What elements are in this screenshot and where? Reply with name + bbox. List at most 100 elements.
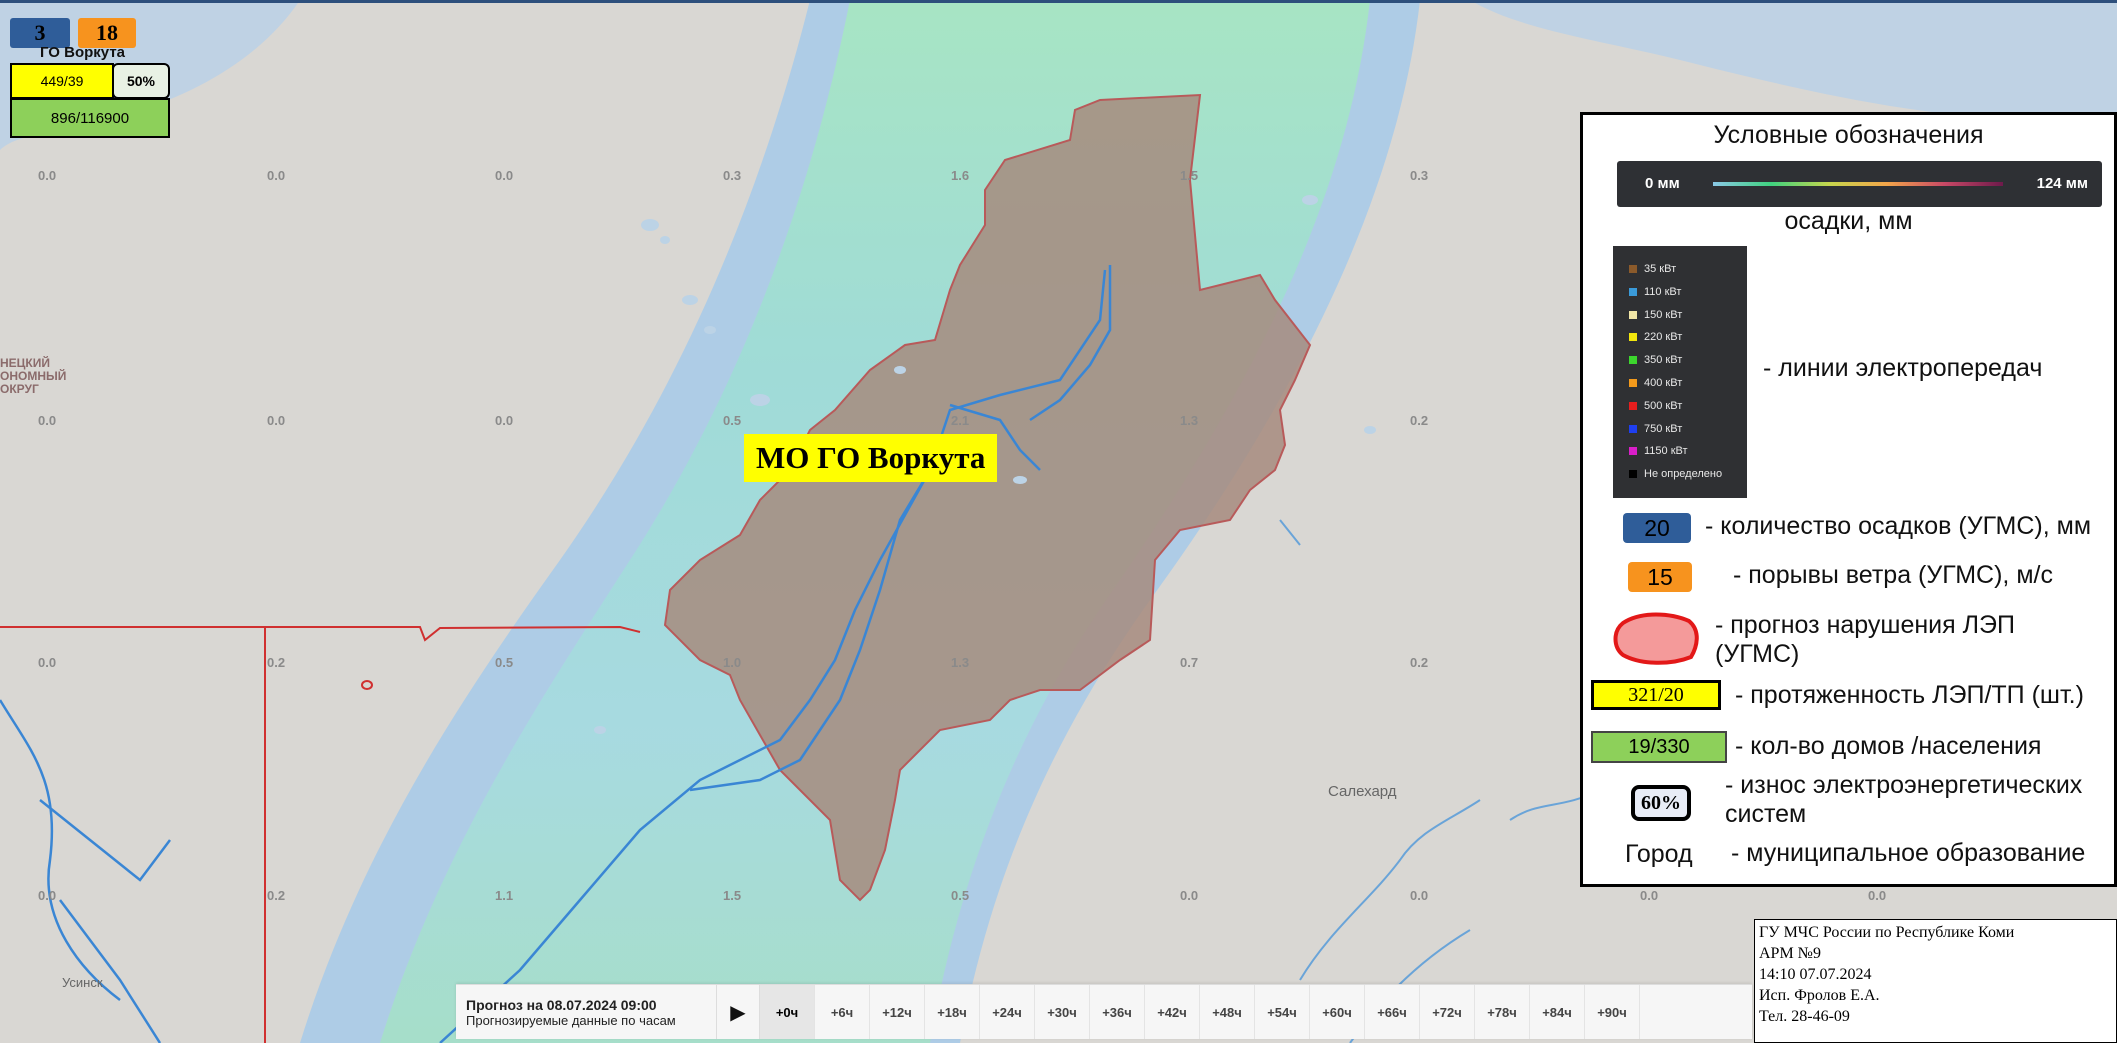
- region-label-line: НЕЦКИЙ: [0, 356, 51, 370]
- power-line-label: 110 кВт: [1644, 285, 1682, 298]
- timeline-step[interactable]: +60ч: [1310, 985, 1365, 1039]
- timeline-step[interactable]: +24ч: [980, 985, 1035, 1039]
- color-swatch: [1629, 265, 1637, 273]
- info-line: ГУ МЧС России по Республике Коми: [1759, 924, 2015, 941]
- info-box: ГУ МЧС России по Республике Коми АРМ №9 …: [1754, 919, 2117, 1043]
- timeline-step[interactable]: +30ч: [1035, 985, 1090, 1039]
- outage-shape-icon: [1613, 612, 1699, 665]
- grid-value: 0.5: [495, 655, 514, 670]
- timeline-step[interactable]: +84ч: [1530, 985, 1585, 1039]
- color-swatch: [1629, 447, 1637, 456]
- timeline-step[interactable]: +48ч: [1200, 985, 1255, 1039]
- timeline-step[interactable]: +66ч: [1365, 985, 1420, 1039]
- grid-value: 0.3: [1410, 168, 1429, 183]
- wind-badge: 18: [78, 18, 136, 48]
- power-line-legend-item: 1150 кВт: [1629, 444, 1688, 458]
- power-line-label: 500 кВт: [1644, 399, 1683, 412]
- lines-text: - протяженность ЛЭП/ТП (шт.): [1735, 681, 2084, 709]
- city-sample: Город: [1625, 840, 1693, 868]
- timeline-step[interactable]: +6ч: [815, 985, 870, 1039]
- grid-value: 1.6: [951, 168, 970, 183]
- grid-value: 0.0: [1180, 888, 1199, 903]
- grid-value: 2.1: [951, 413, 970, 428]
- grid-value: 1.5: [1180, 168, 1199, 183]
- precip-gradient: 0 мм 124 мм: [1617, 161, 2102, 207]
- grid-value: 1.3: [1180, 413, 1199, 428]
- power-line-label: Не определено: [1644, 468, 1723, 481]
- city-text: - муниципальное образование: [1731, 839, 2086, 867]
- wear-box: 50%: [112, 63, 170, 99]
- rain-badge: 3: [10, 18, 70, 48]
- gradient-max: 124 мм: [2036, 175, 2088, 192]
- timeline-step[interactable]: +72ч: [1420, 985, 1475, 1039]
- timeline-steps: +0ч+6ч+12ч+18ч+24ч+30ч+36ч+42ч+48ч+54ч+6…: [760, 985, 1640, 1039]
- houses-text: - кол-во домов /населения: [1735, 732, 2042, 760]
- top-bar: [0, 0, 2117, 3]
- timeline-step[interactable]: +36ч: [1090, 985, 1145, 1039]
- outage-marker: [361, 680, 373, 690]
- color-swatch: [1629, 470, 1637, 479]
- lines-sample: 321/20: [1591, 680, 1721, 710]
- timeline-step[interactable]: +0ч: [760, 985, 815, 1039]
- grid-value: 0.2: [1410, 413, 1429, 428]
- power-line-legend-item: 500 кВт: [1629, 399, 1682, 413]
- timeline-step[interactable]: +54ч: [1255, 985, 1310, 1039]
- rain-text: - количество осадков (УГМС), мм: [1705, 512, 2092, 540]
- grid-value: 0.5: [951, 888, 970, 903]
- lines-tp-box: 449/39: [10, 63, 114, 99]
- wear-text: - износ электроэнергетических систем: [1725, 771, 2083, 828]
- outage-text: - прогноз нарушения ЛЭП (УГМС): [1715, 611, 2015, 668]
- power-line-legend-item: 220 кВт: [1629, 330, 1682, 344]
- play-icon: ▶: [730, 1001, 746, 1024]
- legend-panel: Условные обозначения 0 мм 124 мм осадки,…: [1580, 112, 2117, 887]
- precip-caption: осадки, мм: [1784, 207, 1913, 235]
- houses-sample: 19/330: [1591, 731, 1727, 763]
- region-boundary-left: [0, 625, 641, 1043]
- color-swatch: [1629, 424, 1637, 433]
- gradient-min: 0 мм: [1645, 175, 1680, 192]
- color-swatch: [1629, 287, 1637, 296]
- grid-value: 0.2: [267, 888, 286, 903]
- forecast-date: Прогноз на 08.07.2024 09:00: [466, 996, 657, 1013]
- power-line-label: 1150 кВт: [1644, 445, 1688, 458]
- grid-value: 0.0: [267, 413, 286, 428]
- grid-value: 0.5: [723, 413, 742, 428]
- region-polygon: [663, 93, 1312, 902]
- wind-text: - порывы ветра (УГМС), м/с: [1733, 561, 2053, 589]
- power-lines-text: - линии электропередач: [1763, 354, 2043, 382]
- power-line-label: 150 кВт: [1644, 308, 1683, 321]
- color-swatch: [1629, 356, 1637, 365]
- city-label-salekhard: Салехард: [1328, 783, 1397, 800]
- grid-value: 0.0: [38, 655, 57, 670]
- power-line-label: 400 кВт: [1644, 377, 1683, 389]
- city-name-label: ГО Воркута: [40, 44, 126, 61]
- power-line-legend-item: 400 кВт: [1629, 376, 1682, 390]
- info-line: 14:10 07.07.2024: [1759, 966, 1872, 983]
- region-label-line: ОНОМНЫЙ: [0, 369, 67, 383]
- timeline-title: Прогноз на 08.07.2024 09:00 Прогнозируем…: [456, 997, 716, 1028]
- timeline-step[interactable]: +90ч: [1585, 985, 1640, 1039]
- power-line-label: 220 кВт: [1644, 331, 1683, 344]
- timeline-step[interactable]: +18ч: [925, 985, 980, 1039]
- power-line-legend-item: 750 кВт: [1629, 422, 1682, 436]
- grid-value: 0.0: [38, 168, 57, 183]
- houses-population-box: 896/116900: [10, 98, 170, 138]
- grid-value: 0.2: [267, 655, 286, 670]
- sea-water-right: [1470, 0, 2117, 122]
- play-button[interactable]: ▶: [716, 985, 760, 1039]
- grid-value: 0.0: [1410, 888, 1429, 903]
- color-swatch: [1629, 401, 1637, 410]
- neighbor-region-label: НЕЦКИЙ ОНОМНЫЙ ОКРУГ: [0, 357, 66, 396]
- info-line: Тел. 28-46-09: [1759, 1008, 1850, 1025]
- timeline-step[interactable]: +12ч: [870, 985, 925, 1039]
- grid-value: 0.0: [38, 413, 57, 428]
- grid-value: 0.0: [495, 413, 514, 428]
- grid-value: 0.0: [1640, 888, 1659, 903]
- grid-value: 0.7: [1180, 655, 1199, 670]
- power-line-label: 750 кВт: [1644, 422, 1683, 435]
- timeline-step[interactable]: +78ч: [1475, 985, 1530, 1039]
- lakes: [594, 195, 1376, 734]
- wind-sample: 15: [1628, 562, 1692, 592]
- timeline-step[interactable]: +42ч: [1145, 985, 1200, 1039]
